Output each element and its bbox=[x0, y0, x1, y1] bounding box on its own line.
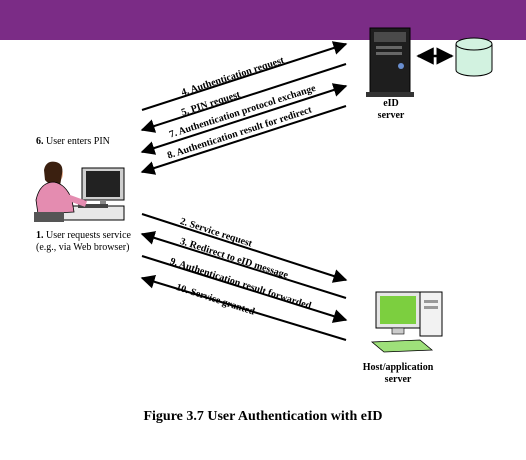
user-requests-service-number: 1. bbox=[36, 230, 44, 241]
user-enters-pin-text: User enters PIN bbox=[46, 136, 110, 147]
eid-server-label-line2: server bbox=[377, 110, 405, 121]
host-server-label: Host/application server bbox=[348, 362, 448, 386]
arrow-10 bbox=[140, 274, 347, 341]
eid-server-icon bbox=[366, 27, 414, 97]
eid-server-label: eID server bbox=[366, 98, 416, 122]
eid-server-label-line1: eID bbox=[383, 98, 399, 109]
user-enters-pin-label: 6. User enters PIN bbox=[36, 136, 110, 148]
figure-caption: Figure 3.7 User Authentication with eID bbox=[143, 409, 383, 424]
arrow-7 bbox=[140, 83, 348, 155]
arrow-3 bbox=[140, 231, 347, 299]
arrow-8 bbox=[140, 105, 347, 175]
host-server-icon bbox=[370, 291, 443, 353]
user-requests-service-text: User requests service bbox=[46, 230, 131, 241]
arrow-2 bbox=[141, 213, 348, 283]
user-enters-pin-number: 6. bbox=[36, 136, 44, 147]
user-requests-service-label: 1. User requests service (e.g., via Web … bbox=[36, 230, 131, 254]
header-bar bbox=[0, 0, 526, 40]
user-requests-service-sub: (e.g., via Web browser) bbox=[36, 242, 130, 253]
host-server-label-line1: Host/application bbox=[362, 362, 434, 373]
database-icon bbox=[455, 37, 493, 77]
arrow-9 bbox=[141, 255, 348, 323]
host-server-label-line2: server bbox=[384, 374, 412, 385]
user-computer-icon bbox=[34, 161, 125, 222]
